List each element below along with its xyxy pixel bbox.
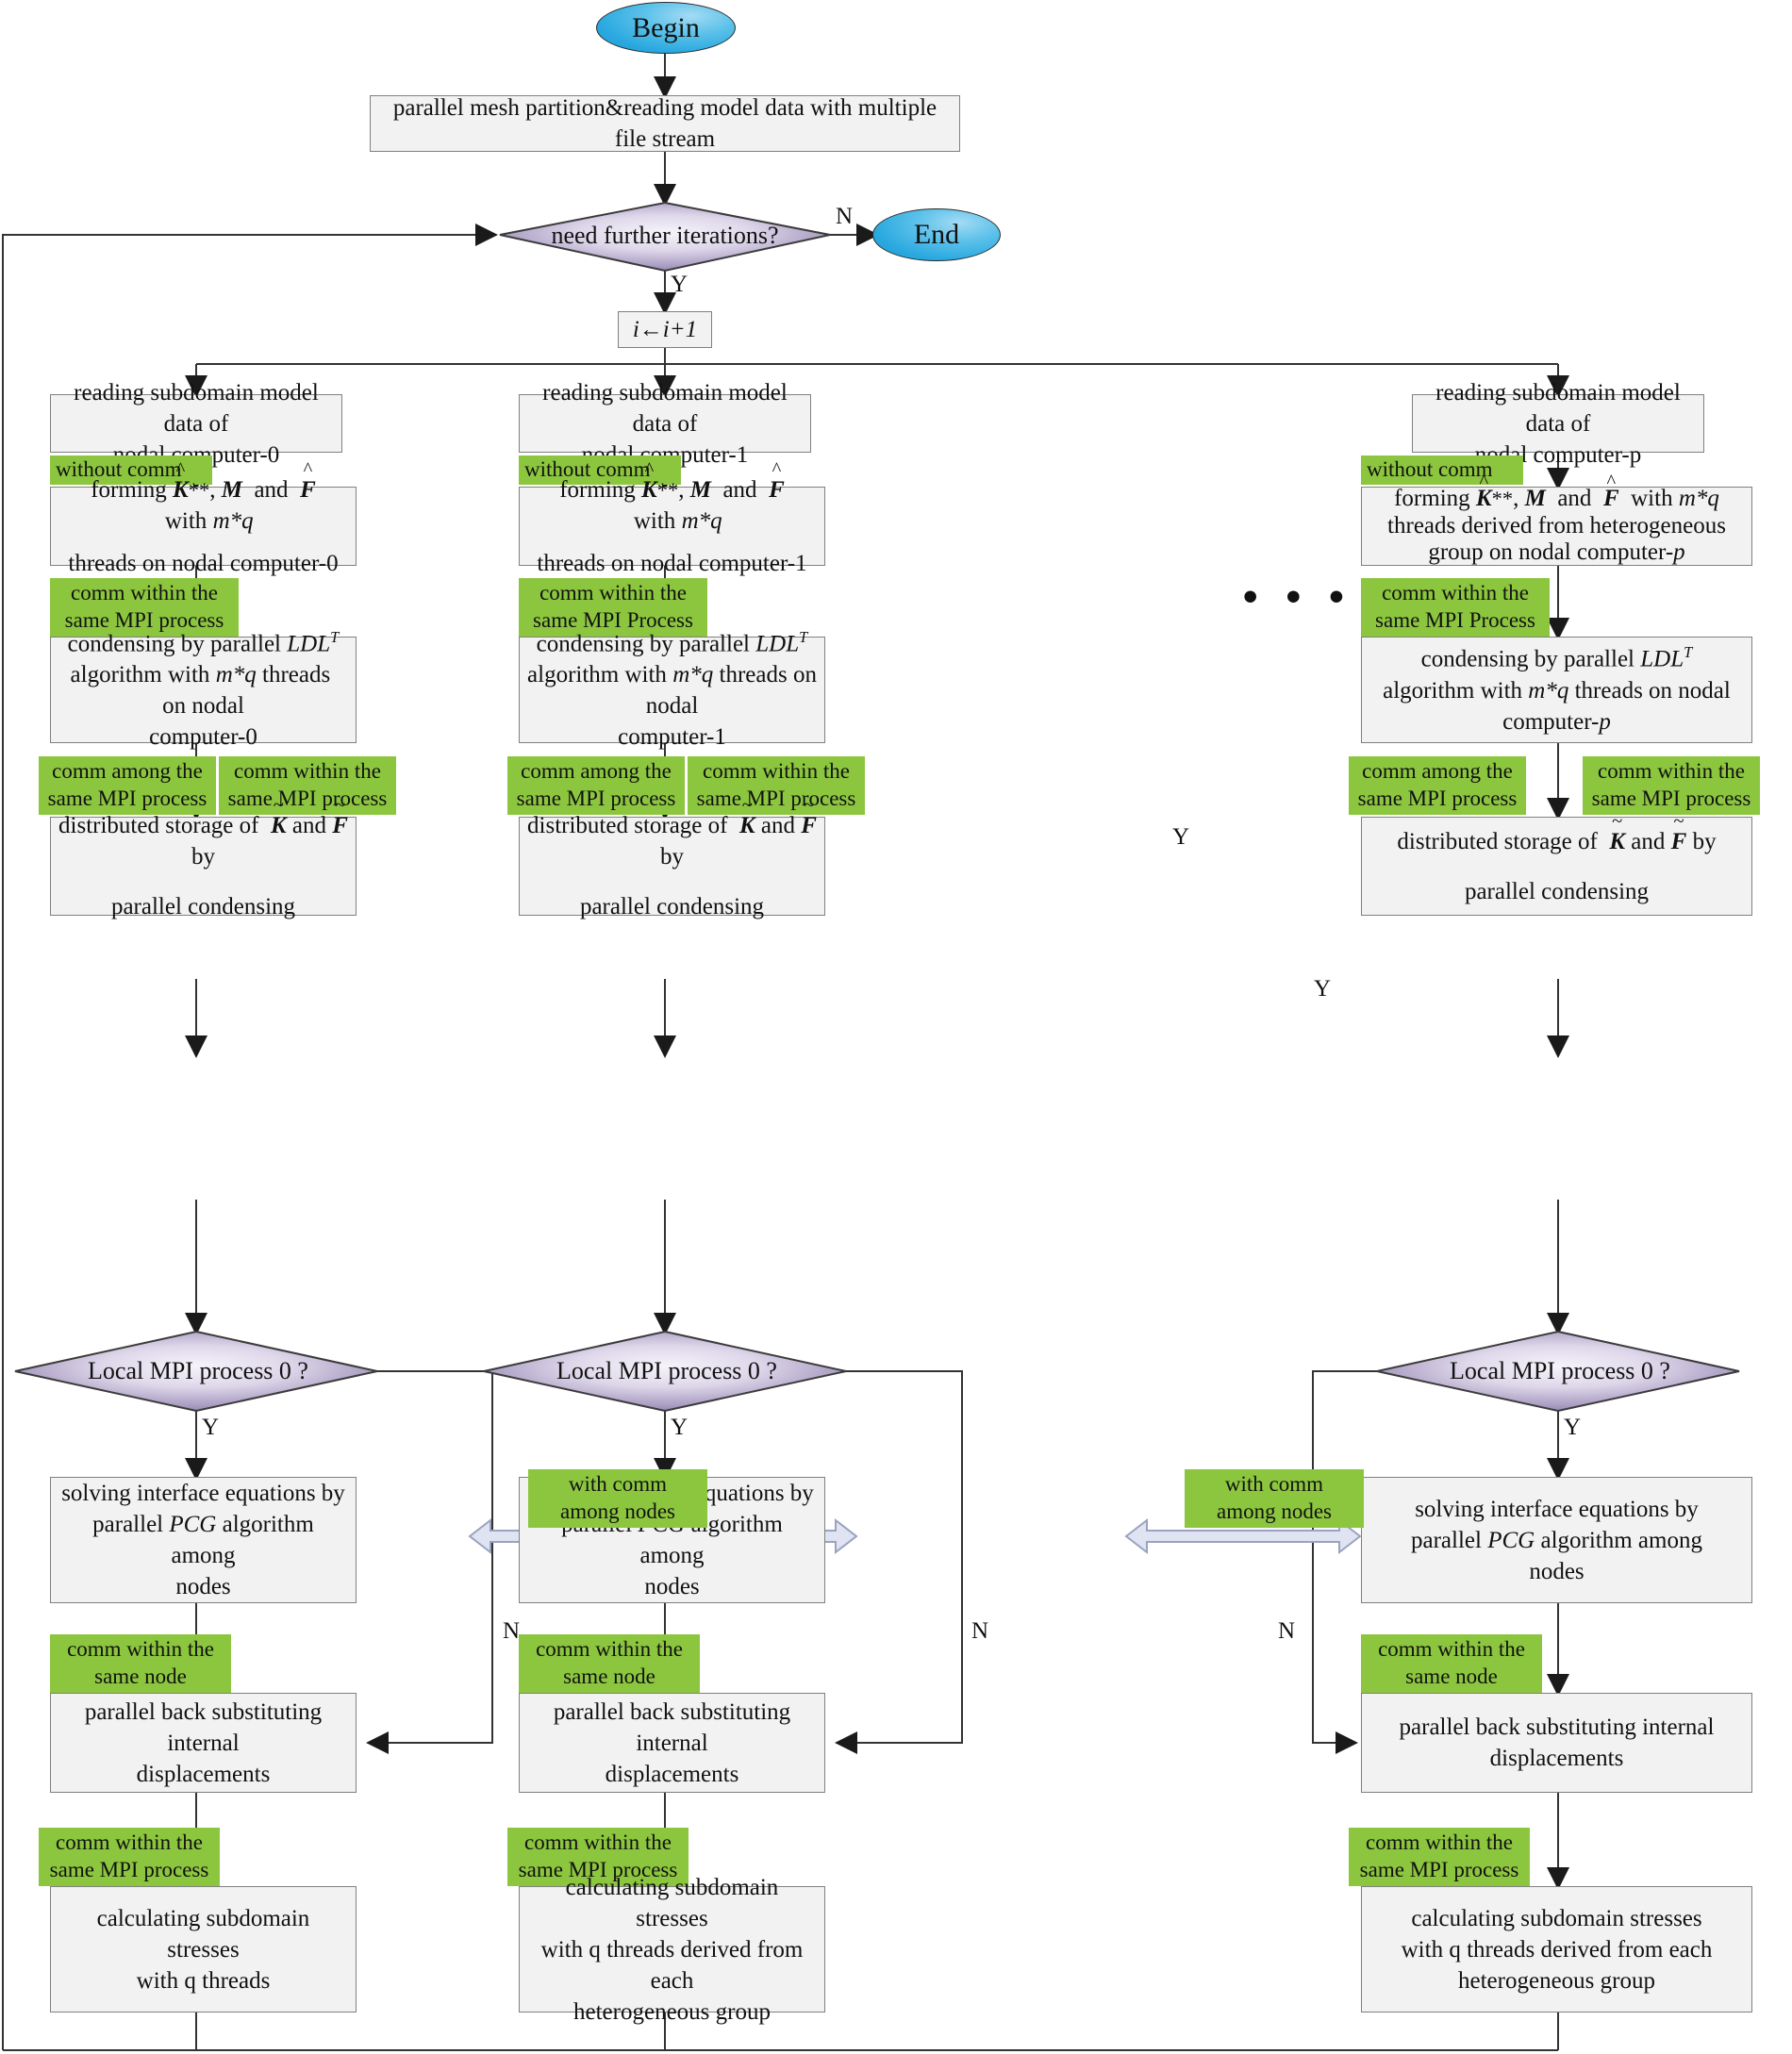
colp-pcg-line2: parallel PCG algorithm among xyxy=(1411,1527,1702,1553)
increment-box: i←i+1 xyxy=(618,311,712,348)
colp-storage-line2: parallel condensing xyxy=(1464,878,1650,904)
colp-stress-box: calculating subdomain stresses with q th… xyxy=(1361,1886,1752,2013)
col1-pcg-line3: nodes xyxy=(644,1574,700,1599)
col1-condensing-line2: algorithm with m*q threads on nodal xyxy=(527,662,817,720)
col0-tag-without-comm: without comm xyxy=(50,456,212,485)
colp-forming-box: forming ^K**, M and ^F with m*q threads … xyxy=(1361,471,1752,566)
col0-condensing-line2: algorithm with m*q threads on nodal xyxy=(70,662,337,720)
col0-forming-line2: threads on nodal computer-0 xyxy=(68,550,339,576)
colp-pcg-line1: solving interface equations by xyxy=(1415,1496,1699,1522)
col0-local-mpi-decision-label: Local MPI process 0 ? xyxy=(88,1356,308,1384)
colp-condensing-line3: computer-p xyxy=(1502,708,1611,735)
colp-forming-line2: threads derived from heterogeneous xyxy=(1387,512,1726,538)
end-terminator: End xyxy=(872,208,1001,261)
colp-local-mpi-decision-label: Local MPI process 0 ? xyxy=(1450,1356,1670,1384)
col0-pcg-box: solving interface equations by parallel … xyxy=(50,1477,357,1603)
decision-shapes xyxy=(14,201,1740,1413)
col0-forming-box: forming ^K**, M and ^F with m*q threads … xyxy=(50,460,357,576)
col1-storage-box: distributed storage of ~K and ~F by para… xyxy=(519,796,825,919)
col0-storage-line2: parallel condensing xyxy=(110,894,296,919)
colp-read-box: reading subdomain model data of nodal co… xyxy=(1412,380,1704,468)
col0-pcg-line1: solving interface equations by xyxy=(61,1481,345,1506)
col0-tag-comm-among: comm among the same MPI process xyxy=(39,756,216,815)
colp-condensing-box: condensing by parallel LDLT algorithm wi… xyxy=(1361,637,1752,743)
end-label: End xyxy=(913,219,960,251)
col1-condensing-box: condensing by parallel LDLT algorithm wi… xyxy=(519,628,825,750)
col0-backsub-box: parallel back substituting internal disp… xyxy=(50,1693,357,1793)
colp-condensing-line2: algorithm with m*q threads on nodal xyxy=(1383,677,1731,704)
colp-tag-without-comm: without comm xyxy=(1361,456,1523,485)
colp-tag-comm-within: comm within the same MPI process xyxy=(1583,756,1760,815)
col1-forming-line2: threads on nodal computer-1 xyxy=(537,550,807,576)
col0-read-box: reading subdomain model data of nodal co… xyxy=(50,380,342,468)
col0-stress-box: calculating subdomain stresses with q th… xyxy=(50,1886,357,2013)
interconnect-tag-1: with comm among nodes xyxy=(1185,1469,1364,1528)
col1-read-box: reading subdomain model data of nodal co… xyxy=(519,380,811,468)
col1-backsub-box: parallel back substituting internal disp… xyxy=(519,1693,825,1793)
col0-label-no: N xyxy=(503,1618,521,1644)
colp-pcg-line3: nodes xyxy=(1529,1558,1585,1584)
col1-forming-line1: forming ^K**, M and ^F with m*q xyxy=(559,458,785,534)
colp-storage-line1: distributed storage of ~K and ~F by xyxy=(1397,810,1717,854)
col0-condensing-line1: condensing by parallel LDLT xyxy=(67,627,340,657)
colp-storage-box: distributed storage of ~K and ~F by para… xyxy=(1361,810,1752,916)
col1-forming-box: forming ^K**, M and ^F with m*q threads … xyxy=(519,460,825,576)
need-iterations-decision-label: need further iterations? xyxy=(551,221,779,249)
colp-tag-comm-same-node: comm within the same node xyxy=(1361,1634,1542,1693)
col0-tag-comm-same-mpi-1: comm within the same MPI process xyxy=(50,578,239,637)
col0-forming-line1: forming ^K**, M and ^F with m*q xyxy=(91,458,316,534)
colp-pcg-box: solving interface equations by parallel … xyxy=(1361,1477,1752,1603)
col1-storage-line2: parallel condensing xyxy=(579,894,765,919)
begin-label: Begin xyxy=(632,11,700,43)
ellipsis-dots: • • • xyxy=(1243,573,1352,620)
col1-storage-line1: distributed storage of ~K and ~F by xyxy=(527,795,817,870)
col0-tag-comm-same-node: comm within the same node xyxy=(50,1634,231,1693)
col1-tag-comm-within: comm within the same MPI process xyxy=(688,756,865,815)
colp-backsub-box: parallel back substituting internal disp… xyxy=(1361,1693,1752,1793)
col1-stress-box: calculating subdomain stresses with q th… xyxy=(519,1875,825,2025)
col1-tag-comm-among: comm among the same MPI process xyxy=(507,756,685,815)
col1-condensing-line1: condensing by parallel LDLT xyxy=(536,627,808,657)
col0-condensing-line3: computer-0 xyxy=(149,724,257,751)
begin-terminator: Begin xyxy=(596,2,736,54)
col1-tag-comm-same-mpi-1: comm within the same MPI Process xyxy=(519,578,707,637)
col0-condensing-box: condensing by parallel LDLT algorithm wi… xyxy=(50,628,357,750)
col0-storage-line1: distributed storage of ~K and ~F by xyxy=(58,795,348,870)
col1-tag-comm-same-mpi-2: comm within the same MPI process xyxy=(507,1828,689,1886)
stray-label-y-1: Y xyxy=(1172,824,1190,850)
col1-local-mpi-decision-label: Local MPI process 0 ? xyxy=(556,1356,777,1384)
colp-label-no: N xyxy=(1278,1618,1296,1644)
col1-label-no: N xyxy=(971,1618,989,1644)
col1-tag-comm-same-node: comm within the same node xyxy=(519,1634,700,1693)
col0-pcg-line2: parallel PCG algorithm among xyxy=(92,1512,314,1568)
col0-tag-comm-within: comm within the same MPI process xyxy=(219,756,396,815)
col1-tag-without-comm: without comm xyxy=(519,456,681,485)
col1-label-yes: Y xyxy=(671,1415,689,1440)
col0-storage-box: distributed storage of ~K and ~F by para… xyxy=(50,796,357,919)
col1-condensing-line3: computer-1 xyxy=(618,724,726,751)
colp-label-yes: Y xyxy=(1564,1415,1582,1440)
colp-tag-comm-same-mpi-2: comm within the same MPI process xyxy=(1349,1828,1530,1886)
interconnect-tag-0: with comm among nodes xyxy=(528,1469,707,1528)
mesh-partition-label: parallel mesh partition&reading model da… xyxy=(392,95,937,152)
col0-label-yes: Y xyxy=(202,1415,220,1440)
colp-forming-line1: forming ^K**, M and ^F with m*q xyxy=(1394,471,1719,512)
colp-condensing-line1: condensing by parallel LDLT xyxy=(1420,643,1693,672)
decision-label-yes: Y xyxy=(671,272,689,297)
col0-tag-comm-same-mpi-2: comm within the same MPI process xyxy=(39,1828,220,1886)
colp-tag-comm-same-mpi-1: comm within the same MPI Process xyxy=(1361,578,1550,637)
stray-label-y-2: Y xyxy=(1314,976,1332,1002)
colp-forming-line3: group on nodal computer-p xyxy=(1428,539,1685,566)
decision-label-no: N xyxy=(836,204,854,229)
mesh-partition-box: parallel mesh partition&reading model da… xyxy=(370,95,960,152)
col0-pcg-line3: nodes xyxy=(175,1574,231,1599)
colp-tag-comm-among: comm among the same MPI process xyxy=(1349,756,1526,815)
